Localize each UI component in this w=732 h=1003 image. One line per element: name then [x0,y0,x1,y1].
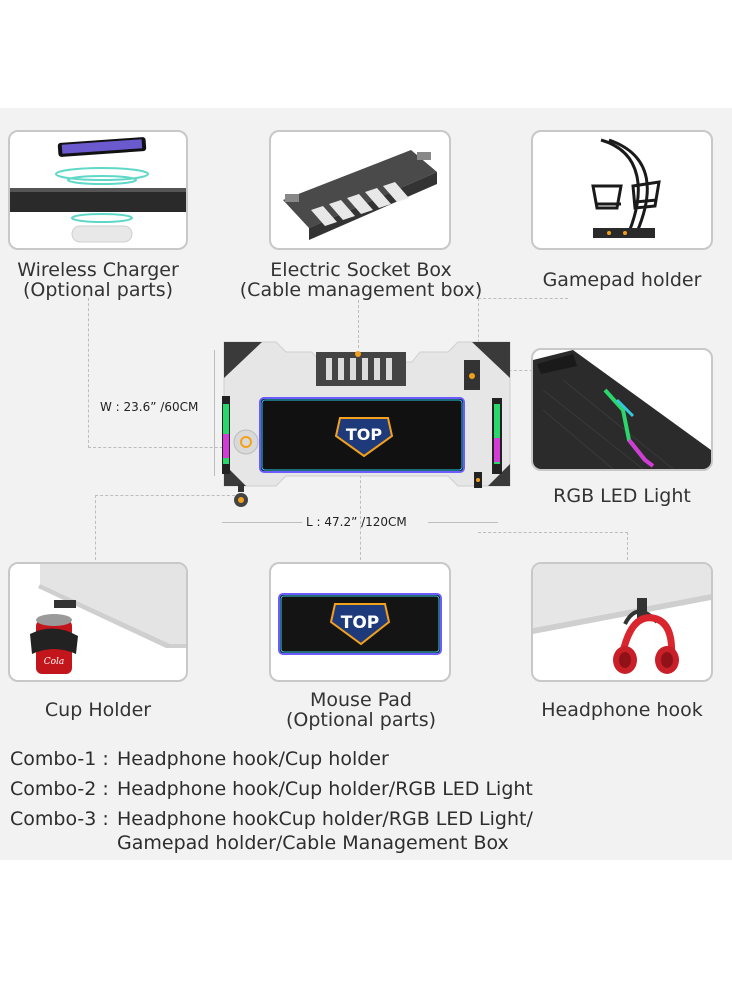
combo-1-value: Headphone hook/Cup holder [117,748,389,770]
desk-logo-text: TOP [346,425,383,444]
cup-holder-title: Cup Holder [44,699,152,721]
wireless-charger-title: Wireless Charger [17,259,179,281]
socket-box-icon [283,150,437,240]
rgb-light-icon [533,350,711,469]
connector-line [360,470,361,560]
combo-2-value: Headphone hook/Cup holder/RGB LED Light [117,778,533,800]
length-dimension-line-right [428,522,498,523]
connector-line [498,370,538,371]
mouse-pad-sub: (Optional parts) [285,709,437,731]
connector-line [478,532,628,533]
cup-holder-card: Cola [8,562,188,682]
length-dimension-line-left [222,522,302,523]
headphone-hook-title: Headphone hook [541,699,703,721]
gamepad-holder-label: Gamepad holder [522,270,722,290]
gamepad-holder-title: Gamepad holder [542,269,702,291]
combo-3-value: Headphone hookCup holder/RGB LED Light/ [117,808,533,830]
mouse-pad-label: Mouse Pad (Optional parts) [236,690,486,730]
wireless-charger-icon [10,137,186,243]
connector-line [478,298,479,358]
mouse-pad-title: Mouse Pad [310,689,412,711]
width-dimension-label: W : 23.6” /60CM [100,400,199,414]
socket-box-card [269,130,451,250]
wireless-charger-sub: (Optional parts) [22,279,174,301]
rgb-light-label: RGB LED Light [522,486,722,506]
connector-line [627,532,628,560]
width-dimension-line [214,350,215,476]
cup-holder-icon: Cola [30,564,186,674]
headphone-hook-icon [533,564,711,674]
socket-box-label: Electric Socket Box (Cable management bo… [236,260,486,300]
gamepad-holder-icon [591,138,661,238]
connector-line [88,447,238,448]
cup-holder-label: Cup Holder [0,700,196,720]
combo-3-key: Combo-3 : [10,808,109,830]
socket-box-sub: (Cable management box) [239,279,483,301]
connector-line [95,495,96,560]
combo-2: Combo-2 : Headphone hook/Cup holder/RGB L… [10,778,533,800]
gaming-desk-top-view: TOP [222,341,511,488]
gamepad-holder-card [531,130,713,250]
rgb-light-title: RGB LED Light [553,485,691,507]
mouse-pad-icon: TOP [278,593,442,655]
combo-1: Combo-1 : Headphone hook/Cup holder [10,748,389,770]
connector-line [88,298,89,448]
connector-line [478,298,568,299]
mouse-pad-logo-text: TOP [341,613,380,633]
combo-3-value-2: Gamepad holder/Cable Management Box [117,832,509,854]
combo-1-key: Combo-1 : [10,748,109,770]
length-dimension-label: L : 47.2” /120CM [306,515,407,529]
socket-box-title: Electric Socket Box [270,259,452,281]
combo-3: Combo-3 : Headphone hookCup holder/RGB LE… [10,808,533,830]
combo-2-key: Combo-2 : [10,778,109,800]
headphone-hook-label: Headphone hook [522,700,722,720]
svg-text:Cola: Cola [44,657,65,667]
combo-3-continued: Gamepad holder/Cable Management Box [10,832,509,854]
rgb-light-card [531,348,713,471]
wireless-charger-card [8,130,188,250]
headphone-hook-card [531,562,713,682]
wireless-charger-label: Wireless Charger (Optional parts) [0,260,196,300]
connector-line [358,300,359,348]
connector-line [95,495,240,496]
cup-holder-small-icon [234,484,248,507]
mouse-pad-card: TOP [269,562,451,682]
